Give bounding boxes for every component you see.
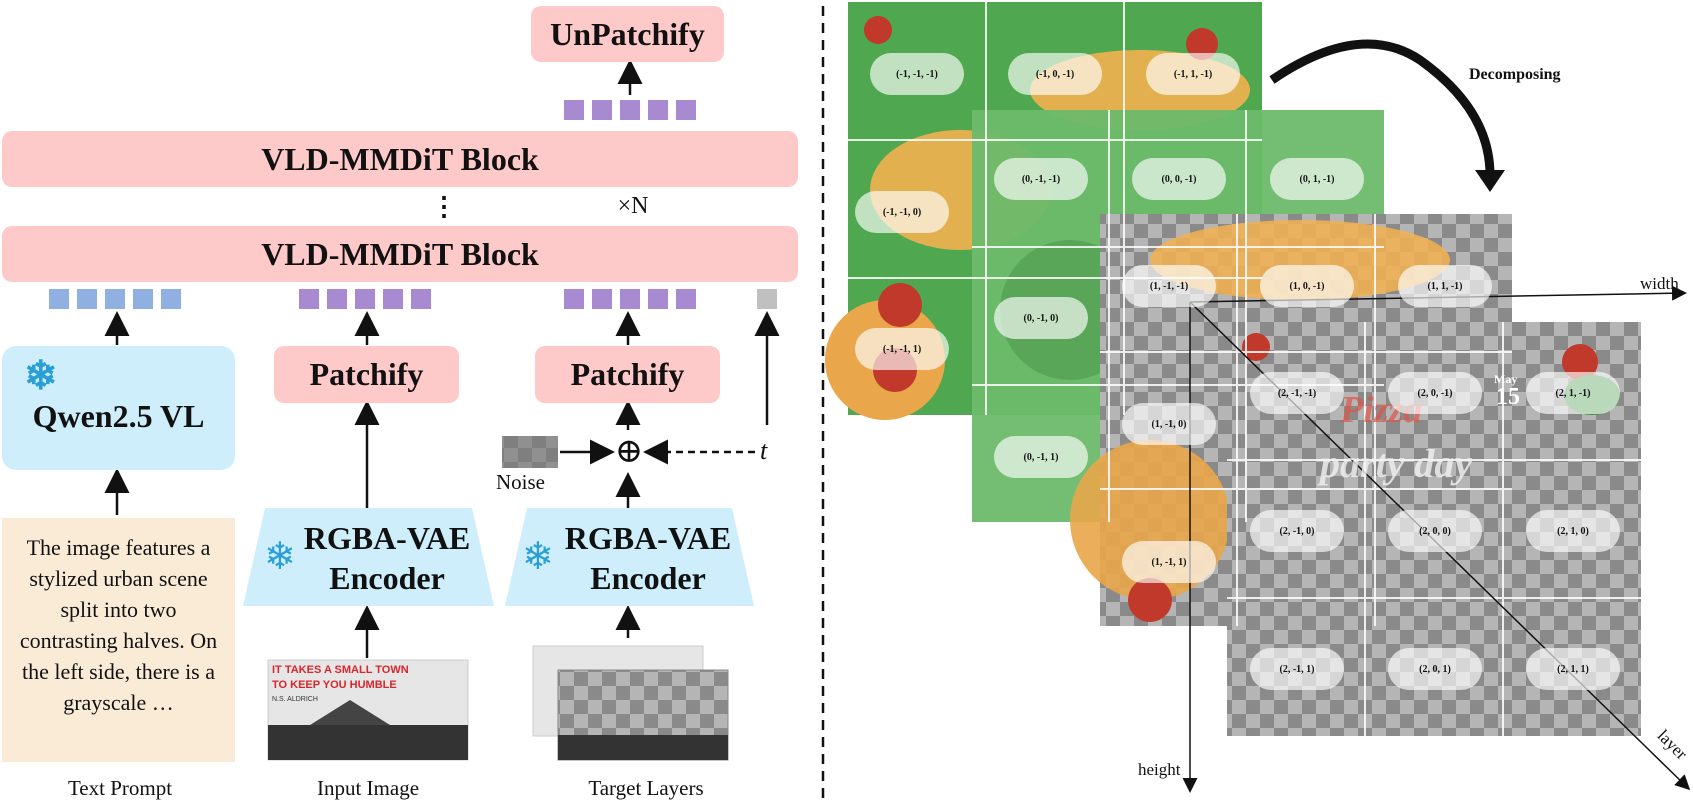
token [648, 100, 668, 120]
encoder-1-line1: RGBA-VAE [303, 520, 471, 556]
tile-label: (1, -1, 0) [1122, 403, 1216, 445]
snowflake-icon: ❄ [264, 536, 296, 578]
token [648, 289, 668, 309]
timestep-token [757, 289, 777, 309]
decomposing-arrow [1269, 39, 1495, 176]
qwen-box: ❄ Qwen2.5 VL [2, 346, 235, 470]
vld-mmdit-block-bottom: VLD-MMDiT Block [2, 226, 798, 282]
ellipsis-dots: ⋮ [431, 192, 457, 221]
repeat-label: ×N [617, 192, 649, 219]
token [411, 289, 431, 309]
caption-input-image: Input Image [316, 776, 420, 800]
encoder-1-shape [243, 508, 494, 606]
tile-label: (-1, -1, 0) [855, 191, 949, 233]
token [49, 289, 69, 309]
vld-mmdit-block-top: VLD-MMDiT Block [2, 131, 798, 187]
tile-label: (2, 0, 1) [1388, 648, 1482, 690]
unpatchify-box: UnPatchify [531, 6, 724, 62]
axis-height-label: height [1138, 760, 1181, 779]
tile-label: (2, -1, 0) [1250, 510, 1344, 552]
token [327, 289, 347, 309]
token [564, 289, 584, 309]
tile-label: (1, -1, -1) [1122, 265, 1216, 307]
token [299, 289, 319, 309]
token [105, 289, 125, 309]
decomposing-label: Decomposing [1469, 66, 1561, 83]
qwen-label: Qwen2.5 VL [32, 397, 205, 434]
caption-target-layers: Target Layers [588, 776, 704, 800]
axis-width-label: width [1640, 274, 1679, 293]
encoder-2-line1: RGBA-VAE [564, 520, 732, 556]
token [676, 289, 696, 309]
token [133, 289, 153, 309]
text-prompt-box: The image features a stylized urban scen… [2, 518, 235, 762]
tile-label: (0, -1, 0) [994, 297, 1088, 339]
token [620, 100, 640, 120]
token [383, 289, 403, 309]
tile-label: (-1, -1, 1) [855, 328, 949, 370]
tile-label: (1, -1, 1) [1122, 541, 1216, 583]
timestep-label: t [760, 436, 768, 465]
pizza-date-day: 15 [1496, 384, 1520, 410]
tile-label: (2, 0, 0) [1388, 510, 1482, 552]
pizza-subtitle: party day [1320, 441, 1473, 486]
tile-label: (2, -1, -1) [1250, 372, 1344, 414]
patchify-box-2: Patchify [535, 346, 720, 403]
encoder-2-line2: Encoder [590, 560, 706, 596]
tile-label: (1, 1, -1) [1398, 265, 1492, 307]
token [676, 100, 696, 120]
thumb-text-1: IT TAKES A SMALL TOWN [272, 664, 409, 676]
tile-label: (2, 1, 1) [1526, 648, 1620, 690]
token [592, 289, 612, 309]
tile-label: (2, -1, 1) [1250, 648, 1344, 690]
oplus-symbol: ⊕ [614, 433, 644, 470]
patchify-box-1: Patchify [274, 346, 459, 403]
tile-label: (0, -1, -1) [994, 158, 1088, 200]
noise-label: Noise [496, 470, 545, 494]
token [620, 289, 640, 309]
tile-label: (2, 0, -1) [1388, 372, 1482, 414]
snowflake-icon: ❄ [24, 353, 58, 398]
caption-text-prompt: Text Prompt [67, 776, 173, 800]
encoder-1-line2: Encoder [329, 560, 445, 596]
token [592, 100, 612, 120]
token [355, 289, 375, 309]
tile-label: (2, 1, 0) [1526, 510, 1620, 552]
tile-label: (0, -1, 1) [994, 436, 1088, 478]
tile-label: (-1, -1, -1) [870, 53, 964, 95]
token [161, 289, 181, 309]
tile-label: (1, 0, -1) [1260, 265, 1354, 307]
thumb-text-2: TO KEEP YOU HUMBLE [272, 679, 397, 691]
encoder-1-label: RGBA-VAE Encoder [292, 518, 482, 598]
tile-label: (0, 1, -1) [1270, 158, 1364, 200]
encoder-2-shape [505, 508, 754, 606]
tile-label: (0, 0, -1) [1132, 158, 1226, 200]
snowflake-icon: ❄ [522, 536, 554, 578]
tile-label: (2, 1, -1) [1526, 372, 1620, 414]
encoder-2-label: RGBA-VAE Encoder [553, 518, 743, 598]
prompt-text: The image features a stylized urban scen… [19, 535, 218, 715]
pizza-date-month: May [1494, 372, 1518, 386]
token [564, 100, 584, 120]
tile-label: (-1, 1, -1) [1146, 53, 1240, 95]
thumb-text-3: N.S. ALDRICH [272, 696, 318, 703]
token [77, 289, 97, 309]
tile-label: (-1, 0, -1) [1008, 53, 1102, 95]
